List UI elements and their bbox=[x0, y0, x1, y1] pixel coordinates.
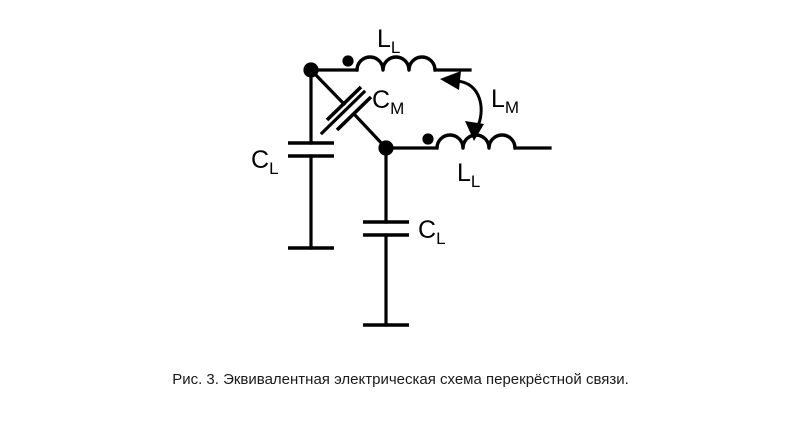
label-mutual-inductance-symbol: L bbox=[491, 85, 505, 113]
label-capacitor-bottom-symbol: C bbox=[418, 216, 436, 244]
label-capacitor-left-subscript: L bbox=[269, 159, 278, 178]
label-mutual-inductance-subscript: M bbox=[505, 98, 519, 117]
capacitor-mutual-lead-lower bbox=[351, 111, 389, 151]
inductor-top-coil bbox=[355, 55, 437, 72]
label-inductor-top-symbol: L bbox=[377, 25, 391, 53]
label-capacitor-left-symbol: C bbox=[251, 146, 269, 174]
node-middle bbox=[378, 140, 394, 156]
label-capacitor-mutual: CM bbox=[372, 86, 404, 118]
capacitor-mutual-plate-upper bbox=[325, 85, 363, 122]
inductor-bottom bbox=[384, 133, 552, 150]
label-capacitor-left: CL bbox=[251, 146, 279, 178]
label-inductor-bottom-symbol: L bbox=[457, 159, 471, 187]
label-capacitor-mutual-symbol: C bbox=[372, 86, 390, 114]
label-mutual-inductance: LM bbox=[491, 85, 519, 117]
inductor-top-polarity-dot bbox=[342, 55, 354, 67]
capacitor-bottom bbox=[363, 146, 409, 327]
capacitor-mutual bbox=[308, 67, 389, 151]
figure-caption: Рис. 3. Эквивалентная электрическая схем… bbox=[172, 371, 629, 388]
inductor-bottom-polarity-dot bbox=[422, 133, 434, 145]
inductor-top bbox=[309, 55, 472, 72]
capacitor-mutual-lead-upper bbox=[308, 67, 347, 107]
capacitor-left bbox=[288, 68, 334, 250]
mutual-coupling-curve bbox=[455, 79, 483, 129]
capacitor-mutual-variable-slash bbox=[319, 89, 367, 136]
label-capacitor-mutual-subscript: M bbox=[390, 99, 404, 118]
mutual-coupling-arrowhead-bottom bbox=[465, 121, 484, 141]
label-capacitor-bottom-subscript: L bbox=[436, 229, 445, 248]
label-inductor-top-subscript: L bbox=[391, 38, 400, 57]
node-top-left bbox=[303, 62, 319, 78]
mutual-coupling-arrowhead-top bbox=[440, 71, 461, 90]
label-inductor-bottom: LL bbox=[457, 159, 480, 191]
label-capacitor-bottom: CL bbox=[418, 216, 446, 248]
mutual-coupling-arrow bbox=[440, 71, 484, 141]
label-inductor-top: LL bbox=[377, 25, 400, 57]
label-inductor-bottom-subscript: L bbox=[471, 172, 480, 191]
